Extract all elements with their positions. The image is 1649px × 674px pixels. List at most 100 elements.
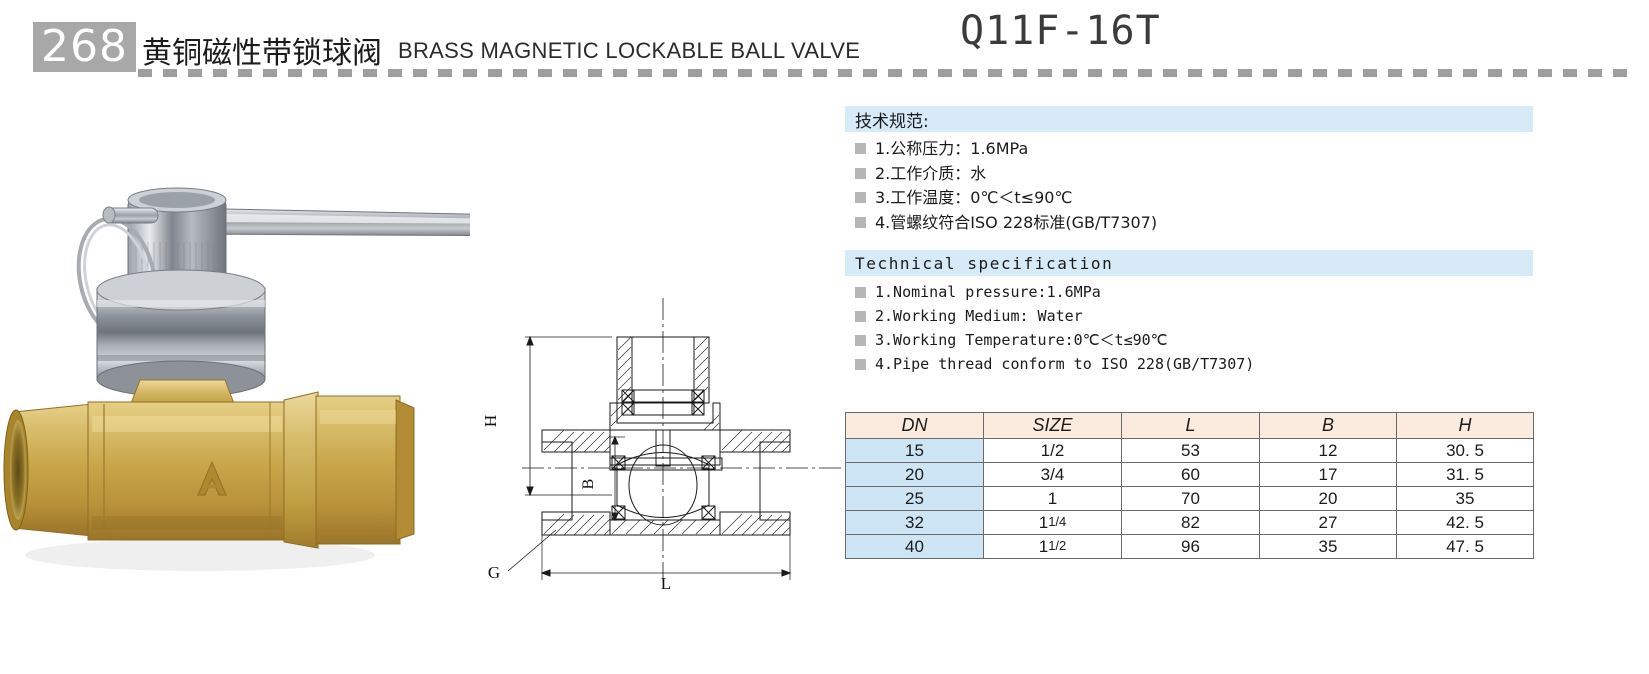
page-number-badge: 268 bbox=[33, 22, 136, 72]
square-bullet-icon bbox=[855, 335, 866, 346]
drawing-label-h: H bbox=[481, 415, 500, 427]
spec-item: 1.公称压力：1.6MPa bbox=[845, 138, 1533, 160]
spec-item: 4.Pipe thread conform to ISO 228(GB/T730… bbox=[845, 354, 1533, 375]
cell-dn: 40 bbox=[845, 534, 984, 559]
cell-size: 11/4 bbox=[983, 510, 1122, 535]
dimension-table: DN SIZE L B H 15 1/2 53 12 30. 5 20 3/4 bbox=[845, 412, 1534, 559]
spec-item: 2.工作介质：水 bbox=[845, 163, 1533, 185]
spec-item-text: 1.Nominal pressure:1.6MPa bbox=[875, 283, 1101, 301]
cell-h: 47. 5 bbox=[1396, 534, 1534, 559]
cell-dn: 15 bbox=[845, 438, 984, 463]
table-row: 15 1/2 53 12 30. 5 bbox=[845, 438, 1534, 463]
ring-pin bbox=[102, 206, 159, 224]
spec-item: 1.Nominal pressure:1.6MPa bbox=[845, 282, 1533, 303]
dimension-table-container: DN SIZE L B H 15 1/2 53 12 30. 5 20 3/4 bbox=[845, 412, 1534, 559]
size-fraction: 1/4 bbox=[1048, 513, 1067, 529]
drawing-label-b: B bbox=[580, 479, 597, 490]
page-number: 268 bbox=[41, 21, 128, 72]
size-fraction: 1/2 bbox=[1048, 537, 1067, 553]
drawing-label-l: L bbox=[661, 574, 671, 590]
spec-item-text: 2.工作介质：水 bbox=[875, 163, 987, 183]
cell-size: 1/2 bbox=[983, 438, 1122, 463]
table-header-row: DN SIZE L B H bbox=[845, 412, 1534, 439]
cell-h: 30. 5 bbox=[1396, 438, 1534, 463]
brand-logo-a bbox=[197, 460, 227, 496]
spec-heading-english: Technical specification bbox=[855, 253, 1114, 273]
cell-b: 27 bbox=[1259, 510, 1397, 535]
dimension-b bbox=[610, 435, 625, 522]
spec-item-text: 2.Working Medium: Water bbox=[875, 307, 1083, 325]
cell-l: 70 bbox=[1121, 486, 1260, 511]
cell-h: 42. 5 bbox=[1396, 510, 1534, 535]
column-header-h: H bbox=[1396, 412, 1534, 439]
cell-dn: 20 bbox=[845, 462, 984, 487]
spec-item: 3.工作温度：0℃＜t≤90℃ bbox=[845, 187, 1533, 209]
cell-size: 11/2 bbox=[983, 534, 1122, 559]
cell-size: 3/4 bbox=[983, 462, 1122, 487]
column-header-l: L bbox=[1121, 412, 1260, 439]
technical-cross-section-drawing: H B G L bbox=[460, 290, 850, 590]
spec-heading-bar-chinese: 技术规范: bbox=[845, 106, 1533, 132]
cell-b: 12 bbox=[1259, 438, 1397, 463]
square-bullet-icon bbox=[855, 311, 866, 322]
cell-l: 53 bbox=[1121, 438, 1260, 463]
spec-block-chinese: 技术规范: 1.公称压力：1.6MPa 2.工作介质：水 3.工作温度：0℃＜t… bbox=[845, 106, 1533, 236]
drawing-label-g: G bbox=[488, 563, 500, 582]
spec-list-english: 1.Nominal pressure:1.6MPa 2.Working Medi… bbox=[845, 282, 1533, 375]
column-header-b: B bbox=[1259, 412, 1397, 439]
cell-b: 35 bbox=[1259, 534, 1397, 559]
cell-b: 17 bbox=[1259, 462, 1397, 487]
spec-item-text: 1.公称压力：1.6MPa bbox=[875, 139, 1029, 158]
ball-valve-photo-illustration bbox=[3, 187, 470, 571]
magnetic-lock-cap bbox=[96, 269, 266, 398]
spec-item-text: 3.Working Temperature:0℃＜t≤90℃ bbox=[875, 331, 1168, 349]
spec-list-chinese: 1.公称压力：1.6MPa 2.工作介质：水 3.工作温度：0℃＜t≤90℃ 4… bbox=[845, 138, 1533, 233]
cell-b: 20 bbox=[1259, 486, 1397, 511]
product-title-chinese: 黄铜磁性带锁球阀 bbox=[142, 36, 382, 71]
spec-item-text: 4.Pipe thread conform to ISO 228(GB/T730… bbox=[875, 355, 1255, 373]
cell-size: 1 bbox=[983, 486, 1122, 511]
product-photo bbox=[0, 150, 470, 590]
square-bullet-icon bbox=[855, 167, 866, 179]
spec-item: 4.管螺纹符合ISO 228标准(GB/T7307) bbox=[845, 212, 1533, 234]
size-whole: 1 bbox=[1038, 536, 1049, 556]
square-bullet-icon bbox=[855, 192, 866, 204]
table-row: 32 11/4 82 27 42. 5 bbox=[845, 510, 1534, 535]
brass-valve-body bbox=[3, 391, 415, 549]
spec-heading-chinese: 技术规范: bbox=[855, 111, 929, 132]
table-row: 25 1 70 20 35 bbox=[845, 486, 1534, 511]
dimension-h bbox=[525, 335, 612, 497]
square-bullet-icon bbox=[855, 359, 866, 370]
cell-l: 82 bbox=[1121, 510, 1260, 535]
table-body: 15 1/2 53 12 30. 5 20 3/4 60 17 31. 5 25… bbox=[845, 438, 1534, 559]
spec-item: 2.Working Medium: Water bbox=[845, 306, 1533, 327]
cell-l: 96 bbox=[1121, 534, 1260, 559]
square-bullet-icon bbox=[855, 287, 866, 298]
leader-g bbox=[507, 529, 557, 572]
column-header-dn: DN bbox=[845, 412, 984, 439]
size-whole: 1 bbox=[1038, 512, 1049, 532]
spec-block-english: Technical specification 1.Nominal pressu… bbox=[845, 250, 1533, 378]
product-code: Q11F-16T bbox=[960, 8, 1161, 54]
spec-item-text: 3.工作温度：0℃＜t≤90℃ bbox=[875, 188, 1073, 208]
header-dashed-divider bbox=[138, 69, 1638, 77]
cell-l: 60 bbox=[1121, 462, 1260, 487]
cell-h: 31. 5 bbox=[1396, 462, 1534, 487]
column-header-size: SIZE bbox=[983, 412, 1122, 439]
spec-item-text: 4.管螺纹符合ISO 228标准(GB/T7307) bbox=[875, 212, 1158, 232]
product-title-english: BRASS MAGNETIC LOCKABLE BALL VALVE bbox=[398, 38, 861, 63]
dimension-l bbox=[540, 535, 792, 580]
square-bullet-icon bbox=[855, 216, 866, 228]
square-bullet-icon bbox=[855, 143, 866, 154]
valve-lever-handle bbox=[174, 207, 470, 237]
cell-dn: 32 bbox=[845, 510, 984, 535]
spec-item: 3.Working Temperature:0℃＜t≤90℃ bbox=[845, 330, 1533, 351]
spec-heading-bar-english: Technical specification bbox=[845, 250, 1533, 276]
page-header: 268 黄铜磁性带锁球阀 BRASS MAGNETIC LOCKABLE BAL… bbox=[0, 0, 1649, 92]
cell-h: 35 bbox=[1396, 486, 1534, 511]
valve-section-diagram: H B G L bbox=[481, 298, 850, 590]
table-row: 40 11/2 96 35 47. 5 bbox=[845, 534, 1534, 559]
cell-dn: 25 bbox=[845, 486, 984, 511]
table-row: 20 3/4 60 17 31. 5 bbox=[845, 462, 1534, 487]
